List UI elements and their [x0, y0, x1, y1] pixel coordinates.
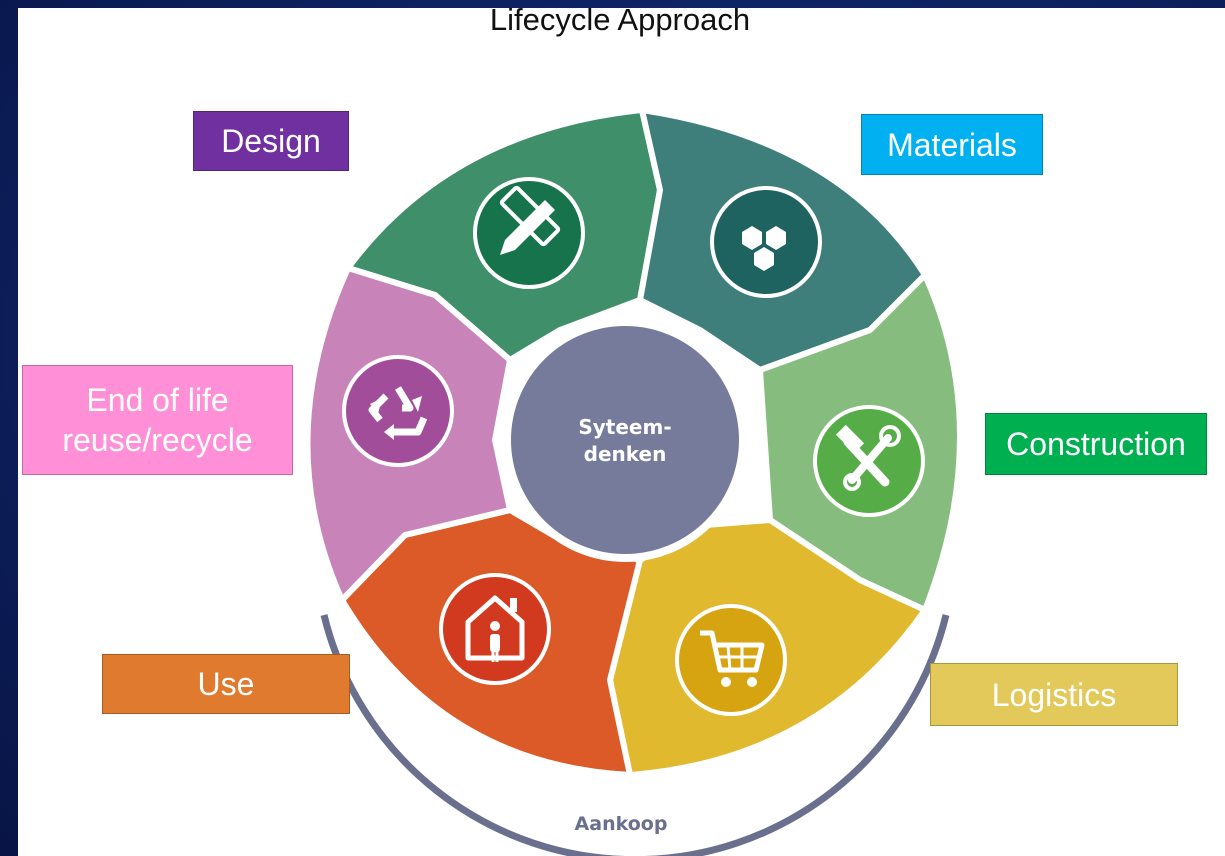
house-person-icon: [439, 573, 551, 685]
label-use: Use: [102, 654, 350, 714]
hexagons-icon: [710, 186, 822, 298]
label-design: Design: [193, 111, 349, 171]
label-materials: Materials: [861, 114, 1043, 175]
label-end-of-life: End of life reuse/recycle: [22, 365, 293, 475]
diagram-title: Lifecycle Approach: [489, 2, 751, 37]
aankoop-arc: [320, 614, 950, 856]
label-construction: Construction: [985, 413, 1207, 475]
label-end-of-life-line1: End of life: [86, 382, 229, 418]
label-construction-text: Construction: [1006, 426, 1186, 462]
aankoop-label: Aankoop: [575, 813, 668, 835]
label-design-text: Design: [221, 123, 321, 159]
label-logistics-text: Logistics: [991, 676, 1117, 713]
pencil-ruler-icon: [473, 177, 585, 289]
label-use-text: Use: [197, 666, 255, 702]
label-materials-text: Materials: [887, 126, 1017, 163]
center-label-line2: denken: [584, 442, 667, 466]
center-label-line1: Syteem-: [578, 415, 671, 439]
center-circle: [503, 318, 747, 562]
label-end-of-life-line2: reuse/recycle: [62, 422, 253, 458]
tools-icon: [813, 405, 925, 517]
recycle-icon: [342, 355, 454, 467]
shopping-cart-icon: [675, 604, 787, 716]
label-logistics: Logistics: [930, 663, 1178, 726]
